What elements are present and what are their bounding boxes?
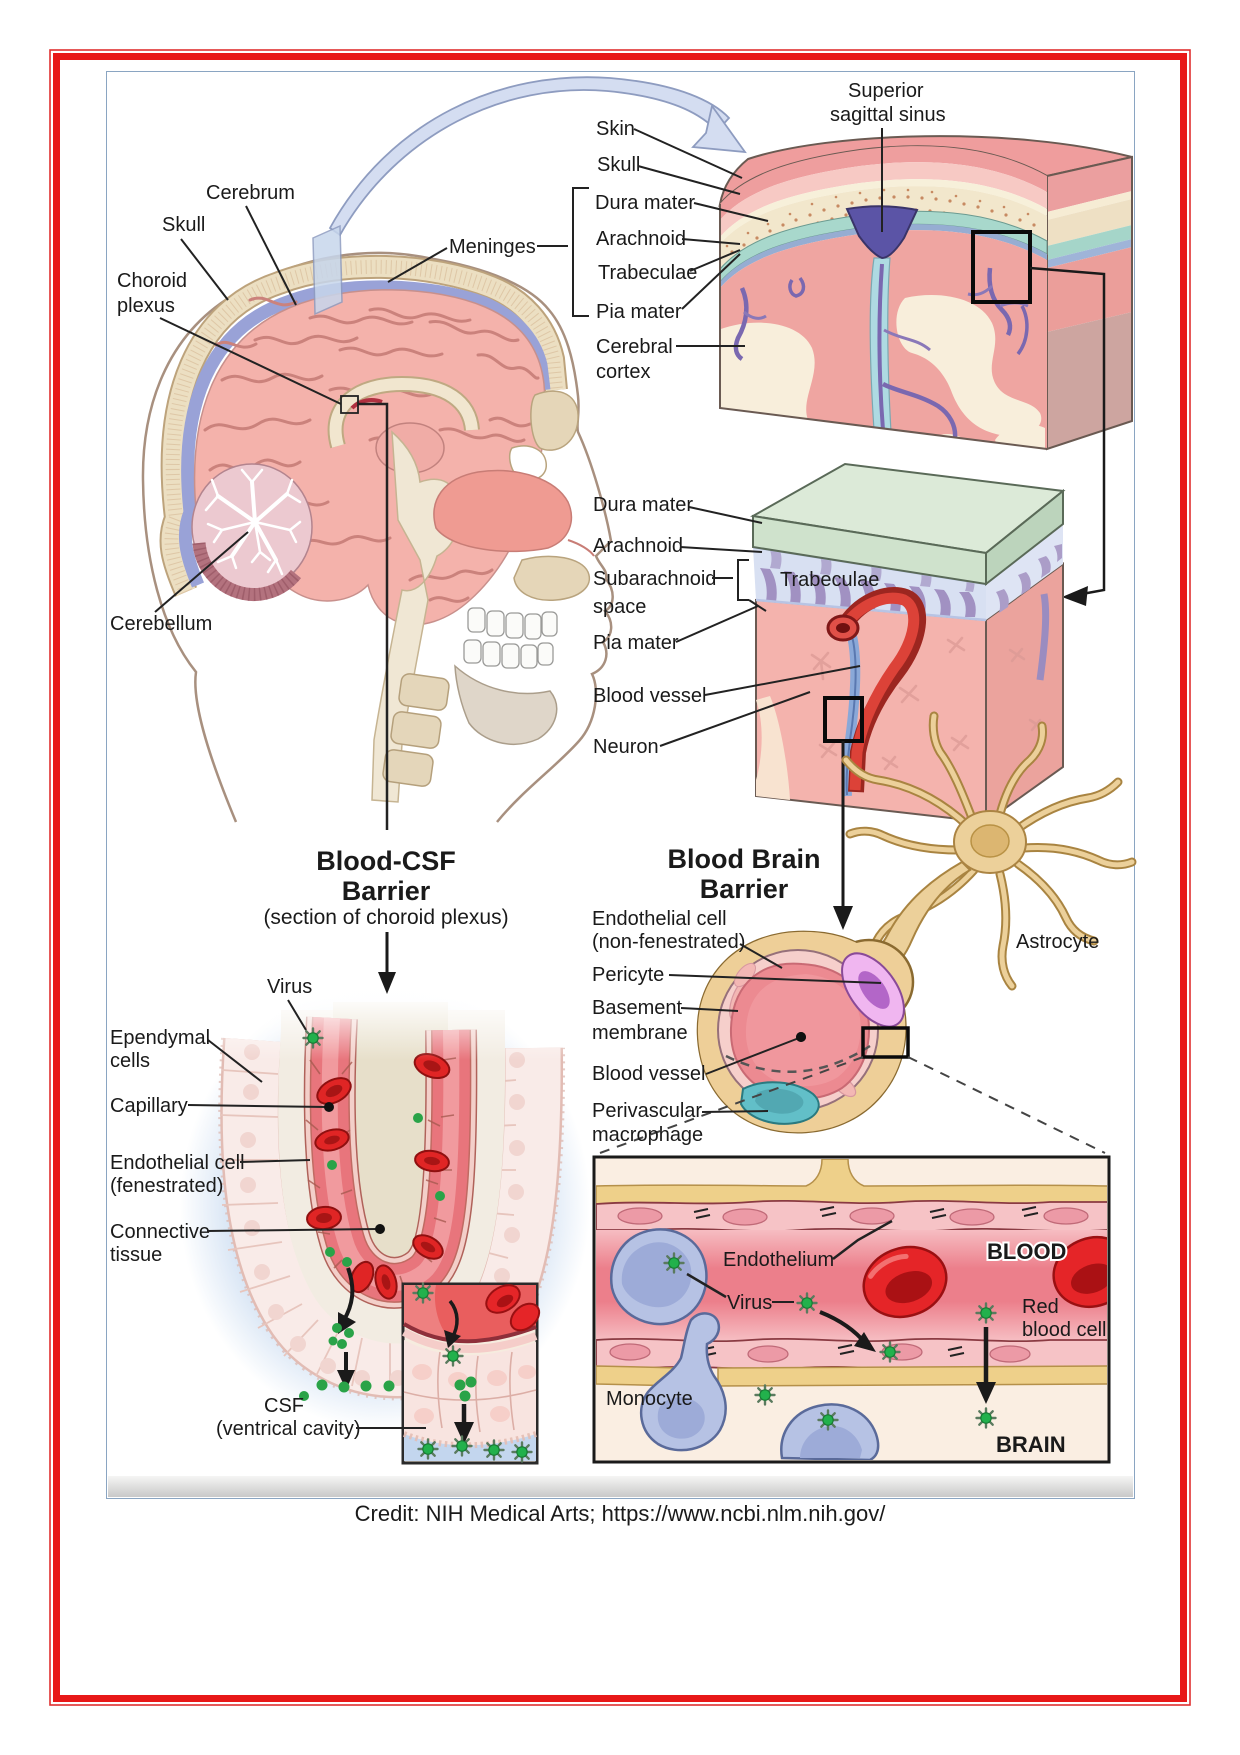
svg-text:Monocyte: Monocyte (606, 1388, 693, 1410)
svg-text:Astrocyte: Astrocyte (1016, 931, 1099, 953)
svg-text:Basement: Basement (592, 997, 682, 1019)
svg-text:Barrier: Barrier (342, 876, 431, 906)
svg-text:Blood vessel: Blood vessel (592, 1063, 705, 1085)
svg-text:space: space (593, 596, 646, 618)
svg-text:Pia mater: Pia mater (593, 632, 679, 654)
svg-text:Trabeculae: Trabeculae (780, 569, 879, 591)
svg-text:Virus: Virus (727, 1292, 772, 1314)
svg-text:Blood-CSF: Blood-CSF (316, 846, 455, 876)
svg-text:cortex: cortex (596, 361, 650, 383)
svg-text:(fenestrated): (fenestrated) (110, 1175, 223, 1197)
svg-text:blood cell: blood cell (1022, 1319, 1107, 1341)
svg-text:tissue: tissue (110, 1244, 162, 1266)
svg-text:Cerebral: Cerebral (596, 336, 673, 358)
svg-text:Skull: Skull (162, 214, 205, 236)
svg-text:Perivascular: Perivascular (592, 1100, 702, 1122)
svg-text:Trabeculae: Trabeculae (598, 262, 697, 284)
svg-text:Endothelial cell: Endothelial cell (110, 1152, 245, 1174)
svg-text:plexus: plexus (117, 295, 175, 317)
svg-text:Ependymal: Ependymal (110, 1027, 210, 1049)
svg-text:Virus: Virus (267, 976, 312, 998)
svg-text:Subarachnoid: Subarachnoid (593, 568, 716, 590)
svg-text:Skull: Skull (597, 154, 640, 176)
svg-text:Choroid: Choroid (117, 270, 187, 292)
svg-text:sagittal sinus: sagittal sinus (830, 104, 946, 126)
svg-text:Endothelium: Endothelium (723, 1249, 834, 1271)
svg-text:Red: Red (1022, 1296, 1059, 1318)
svg-text:Capillary: Capillary (110, 1095, 188, 1117)
svg-text:Dura mater: Dura mater (593, 494, 693, 516)
svg-text:(section of choroid plexus): (section of choroid plexus) (263, 906, 508, 929)
svg-text:membrane: membrane (592, 1022, 688, 1044)
svg-text:BRAIN: BRAIN (996, 1432, 1066, 1457)
svg-text:Dura mater: Dura mater (595, 192, 695, 214)
svg-text:(ventrical cavity): (ventrical cavity) (216, 1418, 360, 1440)
svg-text:Arachnoid: Arachnoid (593, 535, 683, 557)
svg-text:Superior: Superior (848, 80, 924, 102)
svg-text:Barrier: Barrier (700, 874, 789, 904)
svg-text:Pia mater: Pia mater (596, 301, 682, 323)
svg-text:Skin: Skin (596, 118, 635, 140)
svg-text:Cerebrum: Cerebrum (206, 182, 295, 204)
svg-text:cells: cells (110, 1050, 150, 1072)
svg-text:Arachnoid: Arachnoid (596, 228, 686, 250)
svg-text:Blood vessel: Blood vessel (593, 685, 706, 707)
svg-text:Endothelial cell: Endothelial cell (592, 908, 727, 930)
svg-text:Connective: Connective (110, 1221, 210, 1243)
svg-text:CSF: CSF (264, 1395, 304, 1417)
svg-text:Neuron: Neuron (593, 736, 659, 758)
svg-text:Cerebellum: Cerebellum (110, 613, 212, 635)
svg-text:Pericyte: Pericyte (592, 964, 664, 986)
svg-text:Meninges: Meninges (449, 236, 536, 258)
svg-text:macrophage: macrophage (592, 1124, 703, 1146)
svg-text:BLOOD: BLOOD (987, 1239, 1066, 1264)
svg-text:Credit: NIH Medical Arts; http: Credit: NIH Medical Arts; https://www.nc… (355, 1501, 887, 1526)
svg-text:Blood Brain: Blood Brain (668, 844, 821, 874)
svg-text:(non-fenestrated): (non-fenestrated) (592, 931, 745, 953)
